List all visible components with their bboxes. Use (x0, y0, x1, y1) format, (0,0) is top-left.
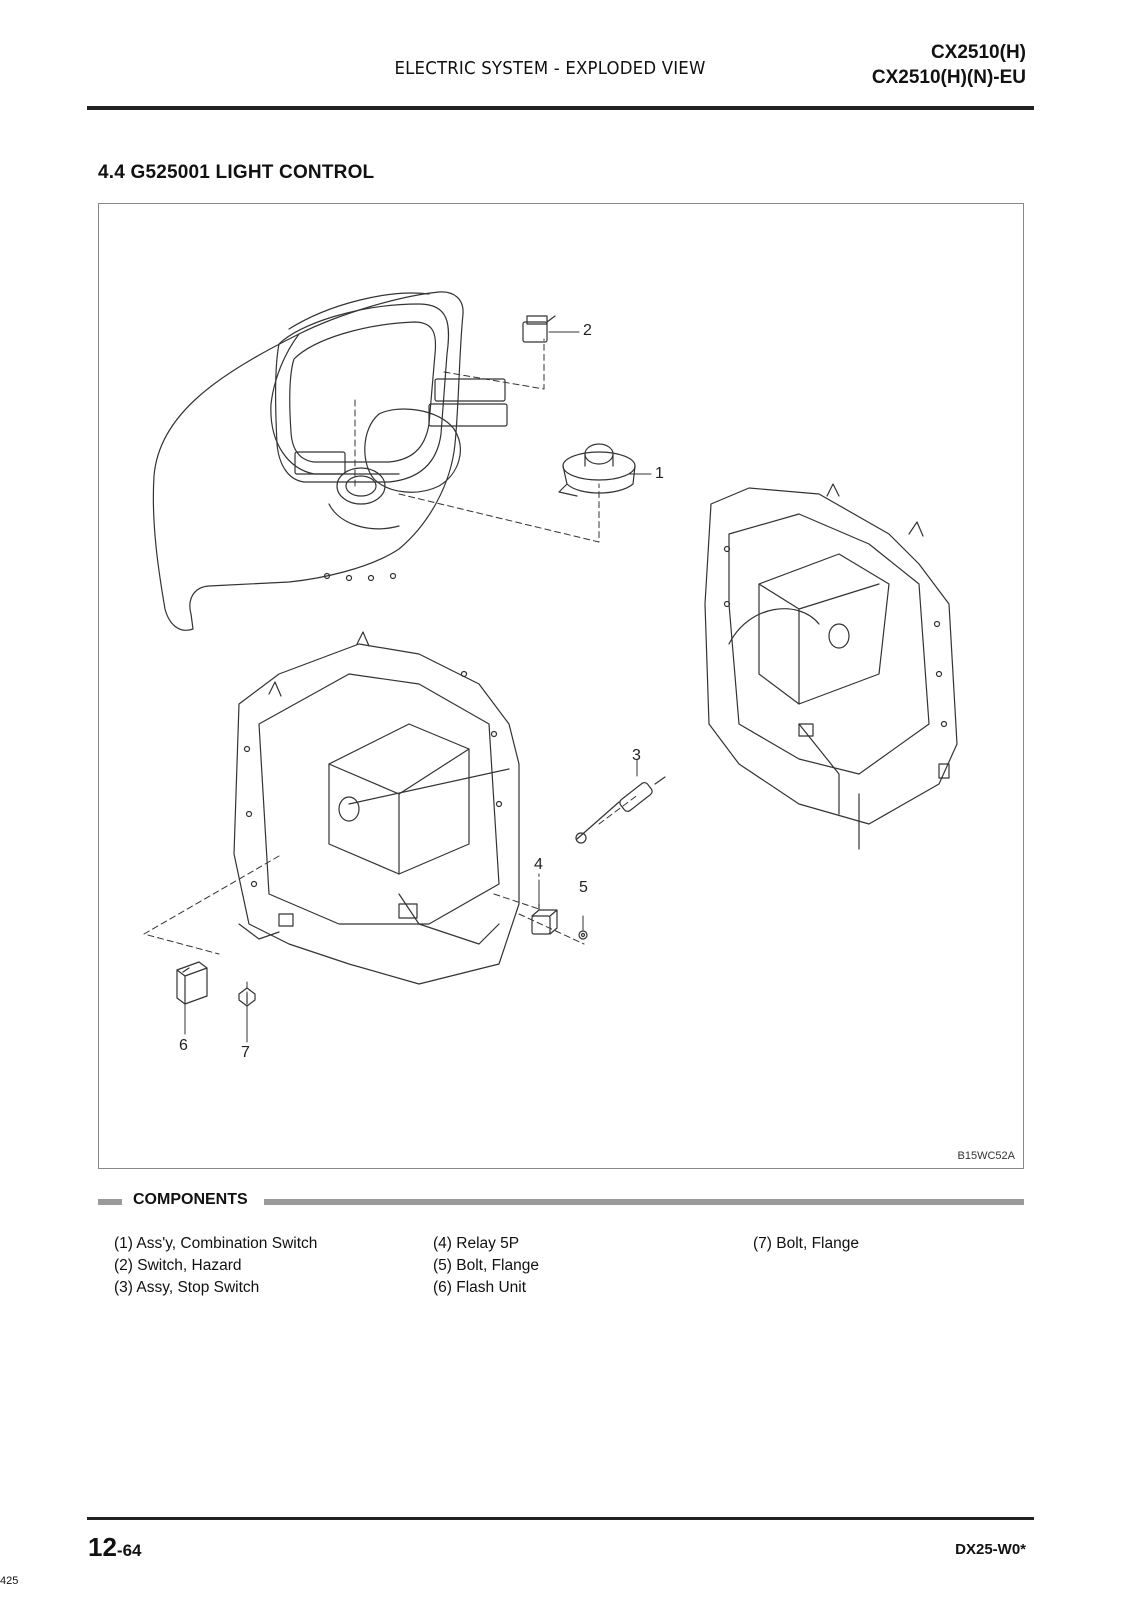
components-bar-right (264, 1199, 1024, 1205)
component-item: (3) Assy, Stop Switch (114, 1279, 260, 1296)
page-number-minor: -64 (116, 1541, 142, 1560)
side-page-number: 425 (0, 1575, 19, 1587)
stop-switch-drawing (575, 776, 666, 844)
header-models: CX2510(H) CX2510(H)(N)-EU (872, 40, 1026, 90)
relay-drawing (531, 903, 558, 935)
component-item: (5) Bolt, Flange (433, 1257, 539, 1274)
component-item: (1) Ass'y, Combination Switch (114, 1235, 318, 1252)
callout-6: 6 (179, 1037, 188, 1054)
bolt-5-drawing (578, 930, 588, 940)
footer-rule (87, 1517, 1034, 1520)
header-rule (87, 106, 1034, 110)
callout-leaders (184, 331, 652, 1043)
callout-3: 3 (632, 747, 641, 764)
component-item: (6) Flash Unit (433, 1279, 527, 1296)
right-frame-drawing (704, 483, 958, 850)
page-number: 12-64 (88, 1532, 142, 1563)
footer-model-code: DX25-W0* (955, 1541, 1026, 1558)
leader-lines (143, 338, 640, 1005)
bolt-7-drawing (238, 987, 256, 1007)
header-model-1: CX2510(H) (930, 42, 1026, 63)
figure-code: B15WC52A (957, 1150, 1015, 1162)
callout-5: 5 (579, 879, 588, 896)
callout-7: 7 (241, 1044, 250, 1061)
dashboard-cover-drawing (152, 291, 508, 631)
header-title: ELECTRIC SYSTEM - EXPLODED VIEW (394, 58, 706, 79)
hazard-switch-drawing (522, 315, 556, 343)
left-frame-drawing (233, 631, 520, 985)
component-item: (7) Bolt, Flange (753, 1235, 859, 1252)
header-model-2: CX2510(H)(N)-EU (871, 67, 1026, 88)
callout-4: 4 (534, 856, 543, 873)
section-title: 4.4 G525001 LIGHT CONTROL (98, 162, 375, 183)
component-item: (2) Switch, Hazard (114, 1257, 242, 1274)
components-column-1: (1) Ass'y, Combination Switch (2) Switch… (114, 1233, 317, 1299)
components-heading: COMPONENTS (133, 1191, 248, 1208)
components-bar-left (98, 1199, 122, 1205)
callout-2: 2 (583, 322, 592, 339)
exploded-view-figure: 1 2 3 4 5 6 7 B15WC52A (98, 203, 1024, 1169)
exploded-view-drawing (143, 291, 958, 1043)
callout-1: 1 (655, 465, 664, 482)
components-column-3: (7) Bolt, Flange (753, 1233, 859, 1255)
page-number-major: 12 (88, 1532, 117, 1562)
components-column-2: (4) Relay 5P (5) Bolt, Flange (6) Flash … (433, 1233, 539, 1299)
combination-switch-drawing (558, 443, 636, 497)
component-item: (4) Relay 5P (433, 1235, 520, 1252)
flash-unit-drawing (176, 961, 208, 1005)
